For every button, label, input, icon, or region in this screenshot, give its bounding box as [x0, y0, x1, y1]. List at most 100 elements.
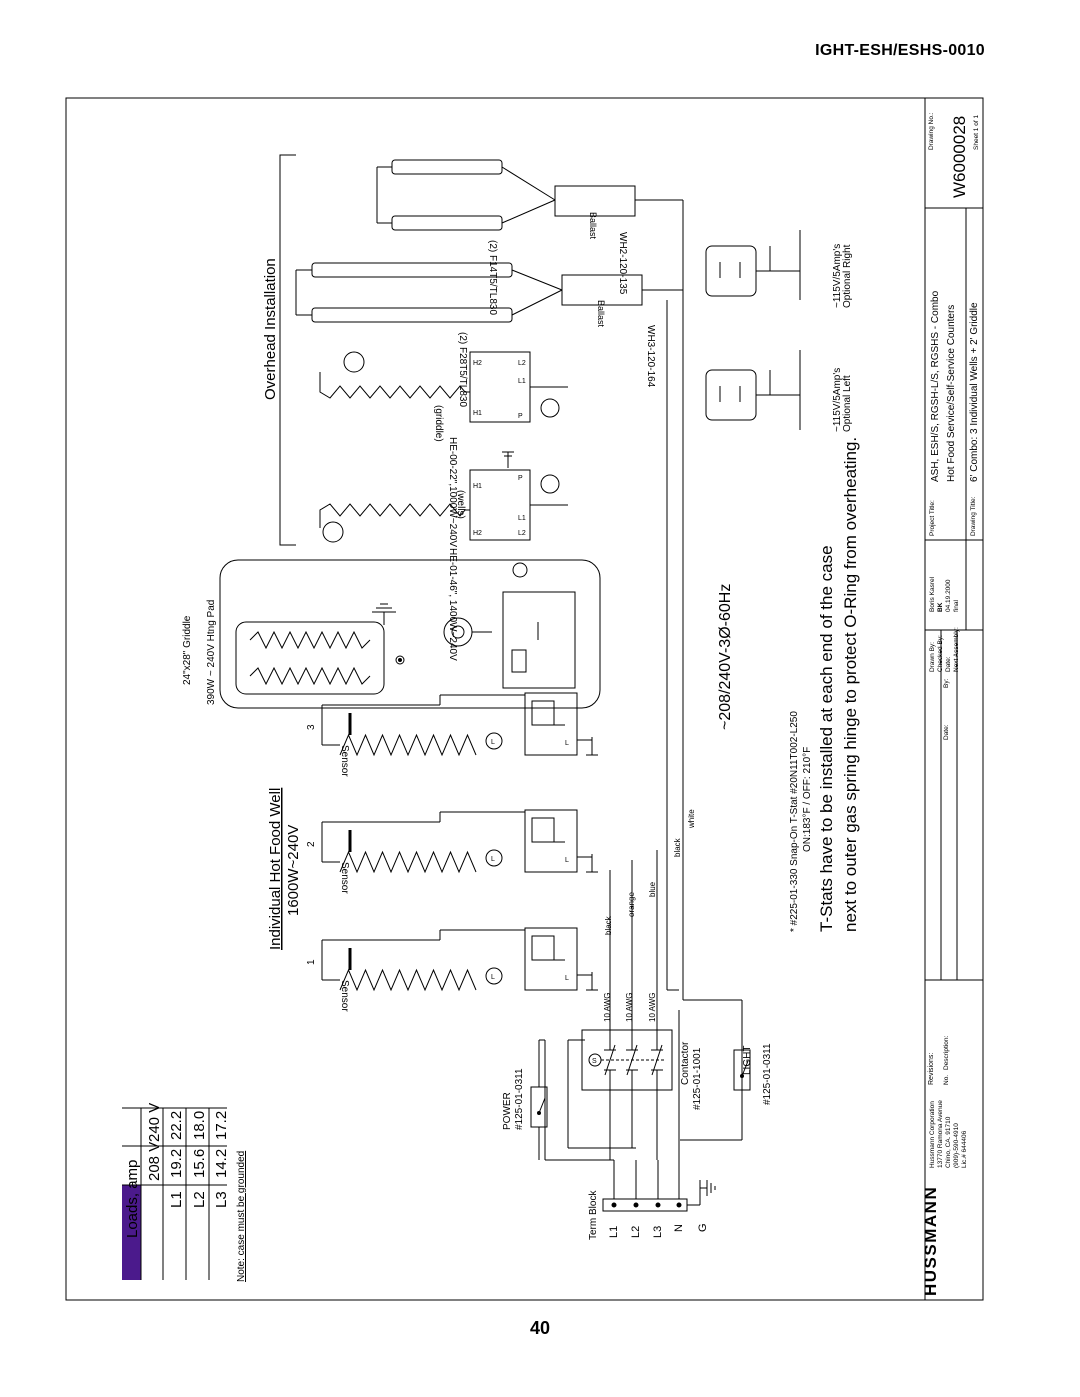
tstat-inner: [531, 700, 555, 726]
overhead-heaters: [319, 351, 568, 543]
relay-pin: H1: [473, 410, 482, 417]
project-title-label: Project Title:: [929, 500, 936, 536]
loads-header-240: 240 V: [146, 1103, 163, 1142]
drawing-title-label: Drawing Title:: [970, 496, 977, 536]
loads-cell: 15.6: [191, 1149, 208, 1178]
tstat-pin: L: [565, 975, 569, 982]
ground-note: Note: case must be grounded: [236, 1151, 247, 1282]
contactor-part: #125-01-1001: [692, 1047, 703, 1110]
well-watts: 1600W~240V: [285, 825, 302, 916]
wire-label-color: orange: [627, 892, 636, 917]
relay-pin: H1: [473, 483, 482, 490]
ballast-2-part: WH2-120-135: [617, 232, 628, 295]
well-heater: [339, 968, 477, 992]
company-address-1: 13770 Ramona Avenue: [937, 1100, 944, 1168]
well-number: 3: [306, 724, 317, 730]
heater-griddle-sub: (griddle): [433, 405, 444, 442]
ballast-1: Ballast: [596, 300, 606, 328]
project-title: ASH, ESH/S, RGSH-L/S, RGSHS - Combo: [930, 290, 941, 482]
tstat-box: [524, 692, 578, 756]
outlet-left-label: Optional Left: [842, 375, 853, 432]
tstat-pin: L: [491, 974, 495, 981]
loads-cell: 14.2: [213, 1149, 230, 1178]
terminal-l1: L1: [608, 1226, 620, 1238]
terminal-l3: L3: [652, 1226, 664, 1238]
heater-griddle-label: HE-00-22",1000W~240V: [447, 437, 458, 547]
relay-pin: L1: [518, 378, 526, 385]
overhead-frame: [279, 154, 296, 546]
term-block-label: Term Block: [588, 1190, 599, 1240]
relay-pin: L2: [518, 530, 526, 537]
sensor-label: Sensor: [339, 862, 350, 894]
tstat-pin: L: [565, 740, 569, 747]
heater-wells-label: HE-01-46", 1400W~240V: [447, 548, 458, 661]
date-label: Date:: [945, 656, 952, 672]
wire-label-awg: 10 AWG: [648, 993, 657, 1023]
supply-wiring: [544, 300, 743, 1161]
loads-cell: 18.0: [191, 1111, 208, 1140]
griddle-power: 390W ~ 240V Htng Pad: [206, 600, 217, 705]
loads-table: Loads, amp 208 V 240 V L1 19.2 22.2 L2 1…: [122, 1103, 247, 1282]
tstat-inner: [531, 817, 555, 843]
terminal-block: [602, 1160, 716, 1212]
next-assembly-label: Next Assembly:: [953, 627, 960, 672]
wire-label-color: blue: [648, 881, 657, 897]
loads-row-label: L3: [213, 1191, 230, 1208]
tstat-inner: [531, 935, 555, 961]
document-code: IGHT-ESH/ESHS-0010: [815, 42, 985, 59]
rev-no-label: No.: [943, 1075, 950, 1085]
tstat-pin: L: [565, 857, 569, 864]
drawing-number: W6000028: [950, 116, 969, 198]
company-license: Lic.# 644406: [961, 1130, 968, 1168]
page-number: 40: [529, 1318, 551, 1338]
next-assembly-value: final: [953, 600, 960, 612]
contactor-label: Contactor: [680, 1041, 691, 1085]
outlet-right-rating: ~115V/5Amp's: [832, 244, 843, 308]
wire-label-color: black: [673, 837, 682, 857]
checked-by-value: BK: [937, 602, 944, 612]
title-block: HUSSMANN Hussmann Corporation 13770 Ramo…: [921, 98, 983, 1300]
loads-header-208: 208 V: [146, 1142, 163, 1181]
well-heater: [339, 733, 477, 757]
terminal-l2: L2: [630, 1226, 642, 1238]
sensor-label: Sensor: [339, 745, 350, 777]
wire-label-color: white: [687, 809, 696, 829]
wire-label-awg: 10 AWG: [603, 993, 612, 1023]
light-switch-part: #125-01-0311: [762, 1043, 773, 1105]
terminal-n: N: [673, 1224, 685, 1232]
drawing-title: 6' Combo: 3 Individual Wells + 2' Griddl…: [969, 302, 980, 482]
date-value: 04.19.2000: [945, 579, 952, 612]
wire-label-color: black: [604, 915, 613, 935]
revisions-label: Revisions:: [928, 1053, 935, 1085]
tstat-box: [524, 927, 578, 991]
relay-pin: H2: [473, 530, 482, 537]
tstat-indicator: [485, 849, 503, 867]
tstat-pin: L: [491, 739, 495, 746]
rev-date-label: Date:: [943, 724, 950, 740]
relay-pin: P: [518, 475, 523, 482]
company-phone: (909)-590-4910: [953, 1123, 960, 1168]
drawing-no-label: Drawing No.:: [928, 112, 935, 150]
sensor-label: Sensor: [339, 980, 350, 1012]
well-title: Individual Hot Food Well: [267, 788, 284, 950]
tstat-box: [524, 809, 578, 873]
contactor: [581, 1029, 673, 1091]
relay-pin: H2: [473, 360, 482, 367]
overhead-title: Overhead Installation: [262, 258, 279, 400]
light-switch: [733, 1049, 751, 1091]
snap-on-note: * #225-01-330 Snap-On T-Stat #20N11T002-…: [789, 711, 800, 932]
snap-on-temps: ON:183°F / OFF: 210°F: [802, 747, 813, 852]
well-number: 2: [306, 841, 317, 847]
power-switch: [530, 1039, 548, 1160]
loads-row-label: L1: [168, 1191, 185, 1208]
light-switch-label: LIGHT: [742, 1046, 753, 1075]
relay-pin: P: [518, 413, 523, 420]
outlet-right-label: Optional Right: [842, 244, 853, 308]
supply-voltage: ~208/240V-3Ø-60Hz: [717, 584, 734, 730]
ballast-1-part: WH3-120-164: [645, 325, 656, 388]
heater-wells-sub: (wells): [455, 490, 466, 519]
relay-pin: L1: [518, 515, 526, 522]
optional-outlets: [705, 230, 801, 430]
